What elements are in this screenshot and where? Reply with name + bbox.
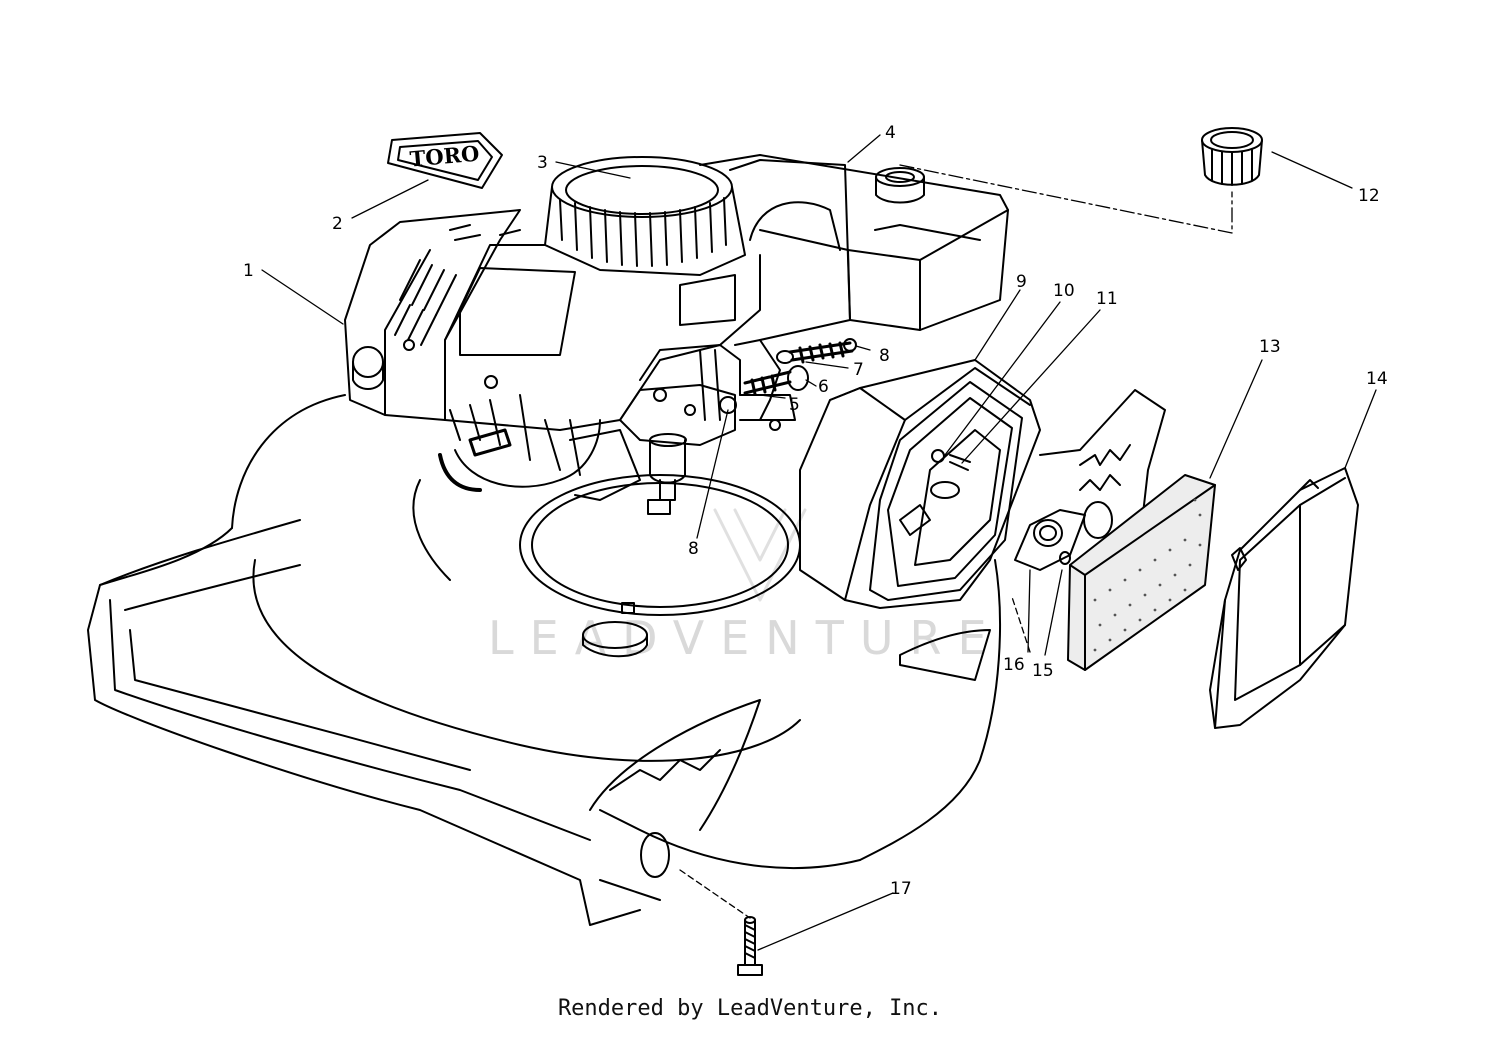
- callout-15: 15: [1032, 661, 1054, 681]
- mower-deck: [87, 394, 1001, 926]
- foam-filter-element: [1067, 474, 1216, 671]
- callout-9: 9: [1016, 272, 1027, 292]
- callout-12: 12: [1358, 186, 1380, 206]
- gasket-and-base-plate: [1014, 389, 1166, 571]
- callout-16: 16: [1003, 655, 1025, 675]
- toro-logo-plate: TORO: [387, 132, 503, 189]
- callout-6: 6: [818, 377, 829, 397]
- engine-shroud: [344, 209, 521, 421]
- watermark-text: LEADVENTURE: [488, 611, 1003, 665]
- bolt: [737, 916, 763, 976]
- callout-2: 2: [332, 214, 343, 234]
- callout-8-bottom: 8: [688, 539, 699, 559]
- callout-3: 3: [537, 153, 548, 173]
- callout-4: 4: [885, 123, 896, 143]
- carb-hardware: [719, 338, 857, 414]
- recoil-starter: [444, 156, 851, 431]
- callout-7: 7: [853, 360, 864, 380]
- callout-numbers: 1 2 3 4 5 6 7 8 8 9 10 11 12 13 14 15 16…: [243, 123, 1388, 899]
- callout-14: 14: [1366, 369, 1388, 389]
- callout-8-top: 8: [879, 346, 890, 366]
- fuel-cap: [1201, 127, 1263, 186]
- callout-1: 1: [243, 261, 254, 281]
- footer-credit: Rendered by LeadVenture, Inc.: [557, 996, 943, 1021]
- air-cleaner-body: [799, 359, 1041, 609]
- toro-logo-text: TORO: [409, 141, 481, 172]
- callout-11: 11: [1096, 289, 1118, 309]
- callout-13: 13: [1259, 337, 1281, 357]
- cylinder-and-plug-wire: [438, 394, 641, 501]
- callout-5: 5: [789, 395, 800, 415]
- leader-lines: [261, 134, 1377, 951]
- carburetor: [619, 339, 796, 515]
- callout-17: 17: [890, 879, 912, 899]
- fuel-tank: [699, 154, 1009, 331]
- callout-10: 10: [1053, 281, 1075, 301]
- watermark: LEADVENTURE: [488, 508, 1003, 665]
- air-cleaner-cover: [1209, 467, 1359, 729]
